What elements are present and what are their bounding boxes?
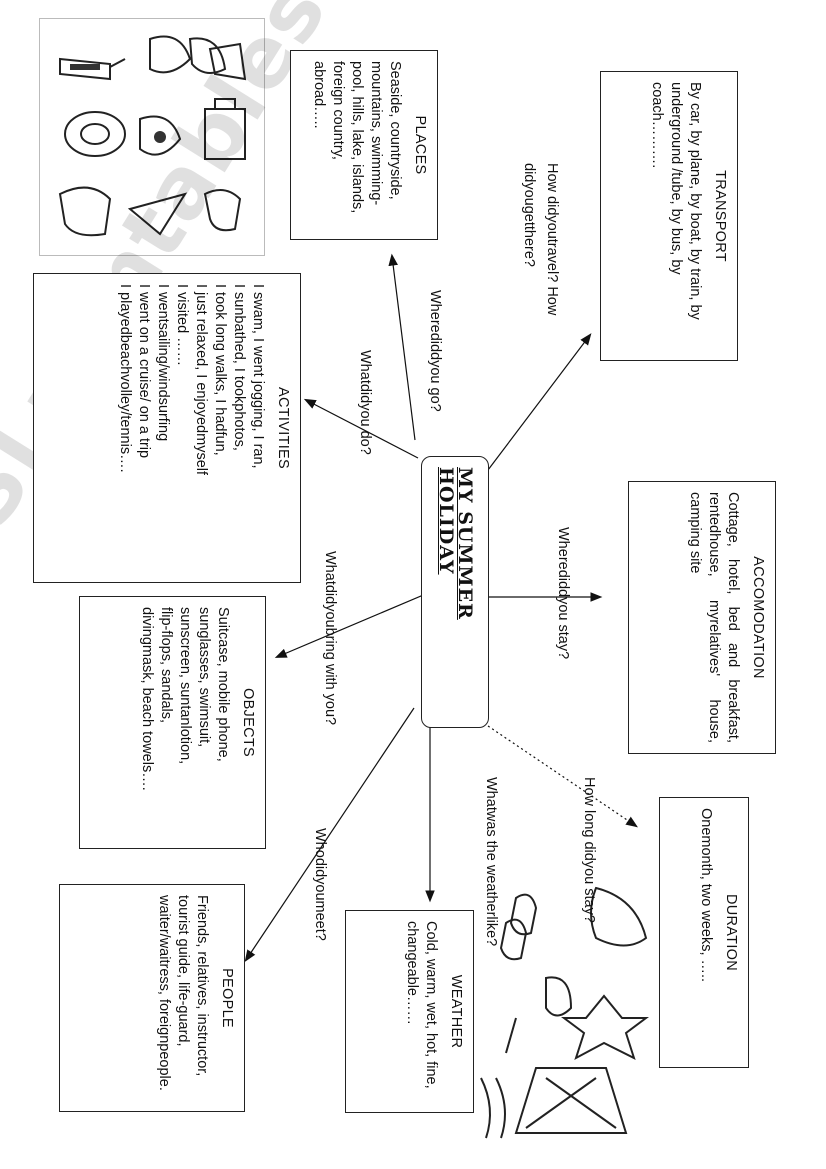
activities-text: I swam, I went jogging, I ran, I sunbath…	[115, 284, 267, 572]
accomodation-text: Cottage, hotel, bed and breakfast, rente…	[685, 492, 742, 743]
objects-title: OBJECTS	[238, 607, 257, 838]
transport-text: By car, by plane, by boat, by train, by …	[647, 82, 704, 350]
center-title: MY SUMMER HOLIDAY	[436, 467, 474, 717]
activities-box: ACTIVITIES I swam, I went jogging, I ran…	[33, 273, 301, 583]
people-title: PEOPLE	[217, 895, 236, 1101]
question-where-stay: Wherediddyou stay?	[555, 527, 571, 659]
question-what-do: Whatdidyou do?	[357, 350, 373, 455]
question-how-travel-1: How didyoutravel? How	[544, 163, 560, 315]
question-how-travel-2: didyougetthere?	[521, 163, 537, 267]
accomodation-title: ACCOMODATION	[748, 492, 767, 743]
places-title: PLACES	[410, 61, 429, 229]
question-where-go: Wherediddyou go?	[427, 290, 443, 412]
transport-box: TRANSPORT By car, by plane, by boat, by …	[600, 71, 738, 361]
question-who-meet: Whodidyoumeet?	[312, 828, 328, 941]
objects-text: Suitcase, mobile phone, sunglasses, swim…	[137, 607, 232, 838]
people-text: Friends, relatives, instructor, tourist …	[154, 895, 211, 1101]
line-to-duration	[488, 726, 636, 826]
duration-box: DURATION Onemonth, two weeks, …..	[659, 797, 749, 1068]
duration-title: DURATION	[721, 808, 740, 1057]
objects-box: OBJECTS Suitcase, mobile phone, sunglass…	[79, 596, 266, 849]
weather-box: WEATHER Cold, warm, wet, hot, fine, chan…	[345, 910, 474, 1113]
accomodation-box: ACCOMODATION Cottage, hotel, bed and bre…	[628, 481, 776, 754]
transport-title: TRANSPORT	[710, 82, 729, 350]
weather-title: WEATHER	[446, 921, 465, 1102]
people-box: PEOPLE Friends, relatives, instructor, t…	[59, 884, 245, 1112]
question-how-long: How long didyou stay?	[581, 777, 597, 923]
places-box: PLACES Seaside, countryside, mountains, …	[290, 50, 438, 240]
activities-title: ACTIVITIES	[273, 284, 292, 572]
weather-text: Cold, warm, wet, hot, fine, changeable……	[402, 921, 440, 1102]
line-to-places	[392, 256, 415, 440]
center-title-box: MY SUMMER HOLIDAY	[421, 456, 489, 728]
question-what-bring: Whatdidyoubring with you?	[322, 551, 338, 725]
duration-text: Onemonth, two weeks, …..	[696, 808, 715, 1057]
question-what-weather: Whatwas the weatherlike?	[483, 777, 499, 946]
line-to-transport	[488, 335, 590, 470]
places-text: Seaside, countryside, mountains, swimmin…	[309, 61, 404, 229]
